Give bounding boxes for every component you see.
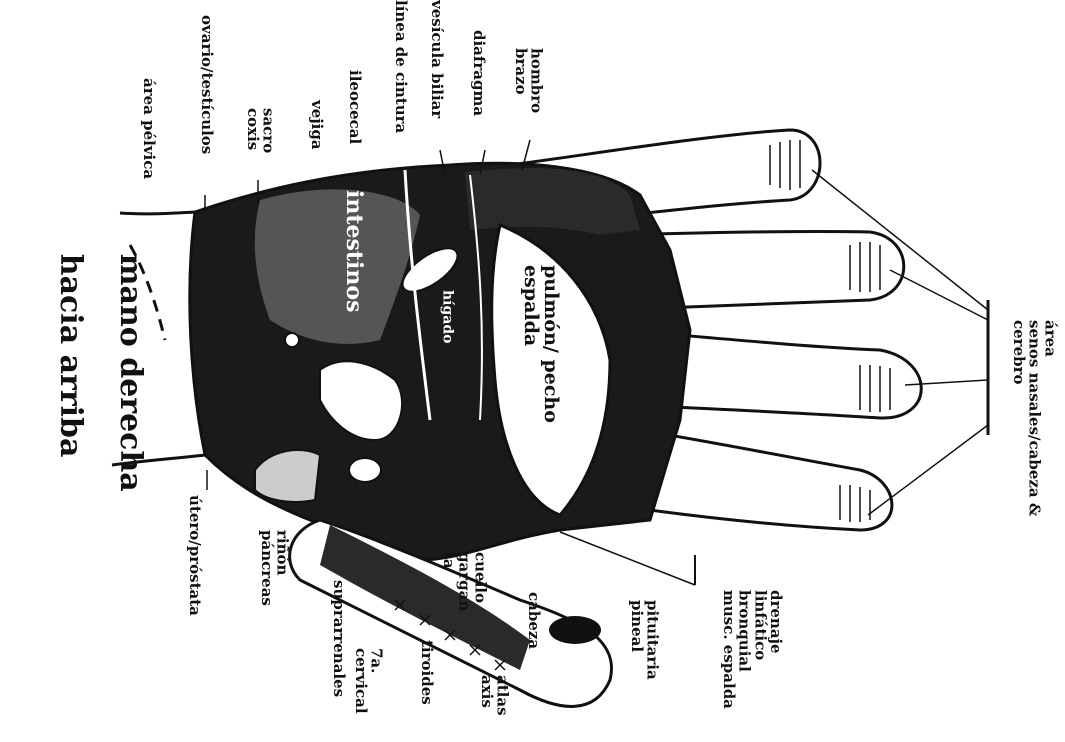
label-pituitaria: pituitaria pineal: [628, 600, 660, 680]
pituitary-dot: [549, 616, 601, 644]
label-cervical: 7a. cervical: [352, 648, 384, 714]
label-cerebro: cere bro: [570, 660, 599, 694]
label-intestinos: intestinos: [342, 190, 365, 312]
pelvic-point: [285, 333, 299, 347]
label-higado: hígado: [440, 290, 455, 343]
label-hombro: hombro brazo: [512, 48, 544, 113]
label-drenaje: drenaje linfático bronquial musc. espald…: [720, 590, 783, 709]
label-sacro: sacro coxis: [244, 108, 276, 153]
label-rinon: riñón páncreas: [258, 530, 290, 606]
label-atlas: atlas axis: [478, 675, 510, 716]
label-tiroides: tiroides: [418, 640, 434, 705]
label-ileocecal: ileocecal: [346, 70, 362, 144]
label-vesicula: vesícula biliar: [428, 0, 444, 118]
diagram-title: mano derecha hacia arriba: [25, 212, 175, 492]
label-suprarrenales: suprarrenales: [330, 580, 346, 697]
head-arrows: [812, 170, 988, 515]
label-cuello: cuello gargan ta: [440, 552, 487, 611]
drainage-leader: [560, 532, 695, 585]
title-line1: mano derecha: [113, 254, 148, 492]
title-line2: hacia arriba: [53, 254, 88, 458]
label-ovario: ovario/testículos: [198, 15, 214, 154]
label-vejiga: vejiga: [308, 100, 324, 150]
label-cintura: línea de cintura: [392, 0, 408, 133]
label-utero: útero/próstata: [186, 495, 202, 616]
adrenal-spot: [349, 458, 381, 482]
label-diafragma: diafragma: [470, 30, 486, 116]
label-cabeza: cabeza: [525, 592, 541, 649]
label-pulmon: pulmón/ pecho espalda: [520, 265, 560, 423]
label-area-head: área senos nasales/cabeza & cerebro: [1010, 320, 1057, 516]
label-pelvica: área pélvica: [140, 78, 156, 179]
